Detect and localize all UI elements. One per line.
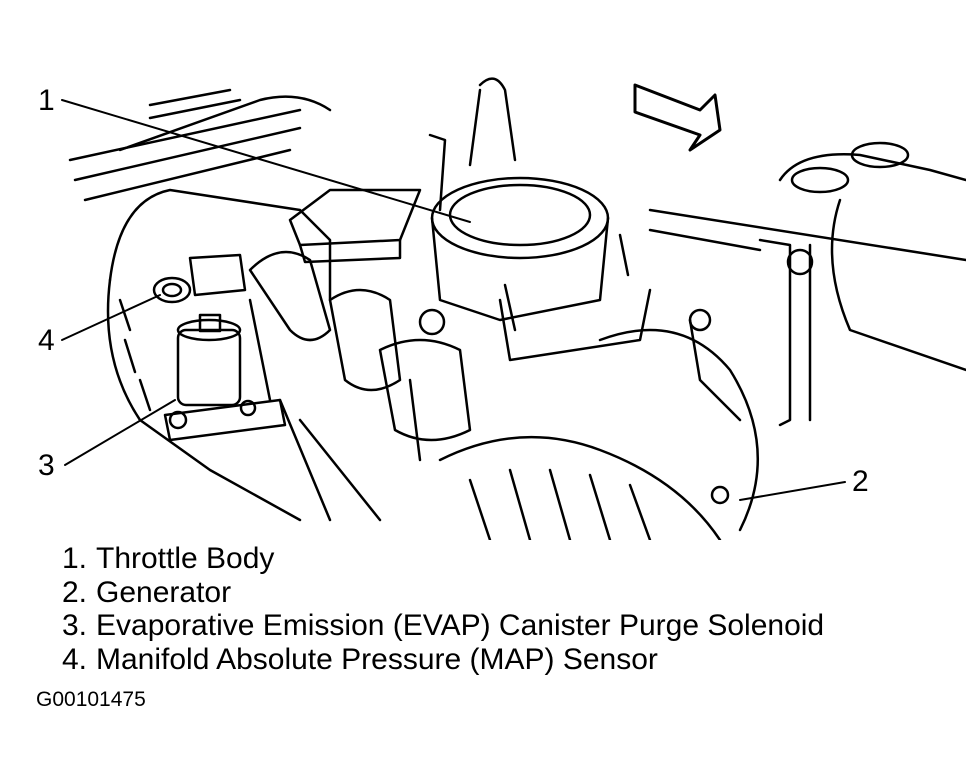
legend-number: 3. <box>62 609 88 642</box>
leader-line-1 <box>61 99 471 223</box>
air-hose <box>428 77 517 212</box>
legend-item: 1.Throttle Body <box>62 542 824 576</box>
engine-illustration <box>61 77 966 540</box>
map-sensor-shape <box>152 253 247 304</box>
intake-manifold <box>248 250 472 462</box>
legend-text: Throttle Body <box>96 542 275 575</box>
legend-number: 2. <box>62 575 88 609</box>
leader-line-3 <box>64 399 176 466</box>
leader-line-2 <box>739 481 846 501</box>
right-engine-structure <box>648 141 966 427</box>
legend-text: Evaporative Emission (EVAP) Canister Pur… <box>96 609 825 642</box>
legend-number: 1. <box>62 542 88 575</box>
control-module <box>288 188 422 264</box>
wiring-harness <box>68 88 332 202</box>
callout-number-1: 1 <box>38 84 55 117</box>
callout-number-2: 2 <box>852 465 869 498</box>
legend-text: Manifold Absolute Pressure (MAP) Sensor <box>96 642 658 676</box>
generator-shape <box>438 308 760 540</box>
legend-item: 3.Evaporative Emission (EVAP) Canister P… <box>62 609 824 643</box>
throttle-body-shape <box>418 176 652 362</box>
legend: 1.Throttle Body 2.Generator 3.Evaporativ… <box>62 542 824 676</box>
leader-line-4 <box>61 294 161 341</box>
legend-item: 2.Generator <box>62 576 824 610</box>
evap-solenoid-shape <box>163 313 287 442</box>
figure-id: G00101475 <box>36 688 146 711</box>
callout-number-3: 3 <box>38 449 55 482</box>
leader-lines <box>61 99 846 501</box>
front-arrow-icon <box>633 83 722 152</box>
legend-item: 4.Manifold Absolute Pressure (MAP) Senso… <box>62 643 824 677</box>
callout-number-4: 4 <box>38 324 55 357</box>
legend-number: 4. <box>62 642 88 676</box>
legend-text: Generator <box>96 575 232 609</box>
